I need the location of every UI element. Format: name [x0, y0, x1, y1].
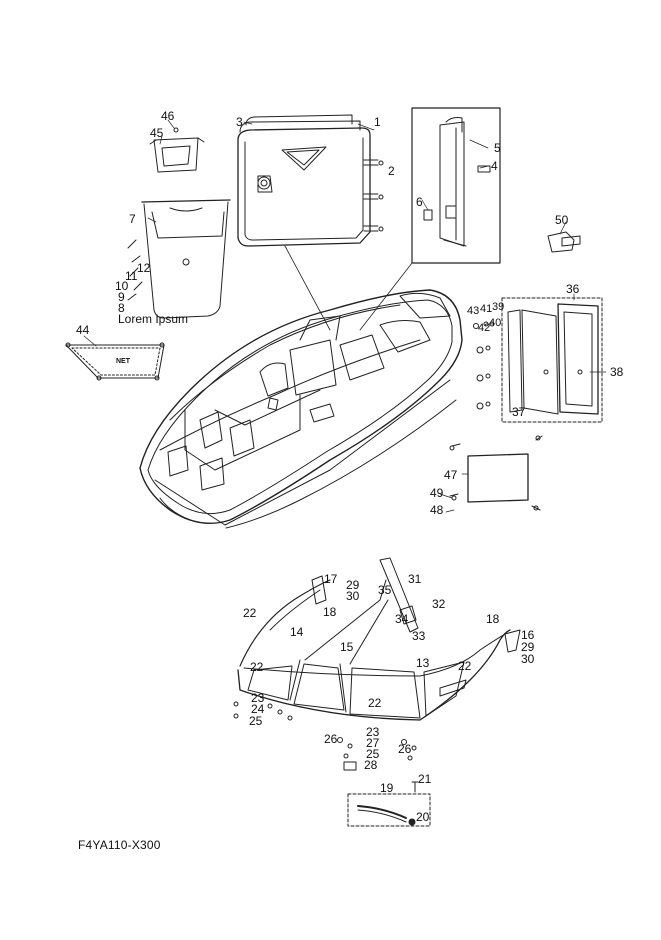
callout-31: 31 [408, 572, 422, 586]
callout-18b: 18 [486, 612, 500, 626]
trim-strip-box [347, 781, 431, 827]
callout-21: 21 [418, 772, 432, 786]
callout-30a: 30 [346, 589, 360, 603]
callout-22d: 22 [458, 659, 472, 673]
callout-13: 13 [416, 656, 430, 670]
hatch-detail-box [501, 297, 603, 423]
callout-23a: 23 [251, 691, 265, 705]
callout-29a: 29 [346, 578, 360, 592]
callout-24: 24 [251, 702, 265, 716]
callout-25a: 25 [249, 714, 263, 728]
callout-16a: 16 [521, 628, 535, 642]
callout-40: 40 [489, 317, 502, 329]
callout-7: 7 [129, 212, 136, 226]
callout-46: 46 [161, 109, 175, 123]
mirror-part [547, 231, 581, 253]
hinge-detail-box [411, 107, 501, 264]
diagram-caption: Lorem Ipsum [118, 312, 189, 326]
callout-48: 48 [430, 503, 444, 517]
callout-36: 36 [566, 282, 580, 296]
callout-25b: 25 [366, 747, 380, 761]
callout-49: 49 [430, 486, 444, 500]
callout-50: 50 [555, 213, 569, 227]
callout-42: 42 [478, 322, 491, 334]
callout-9: 9 [118, 290, 125, 304]
callout-2: 2 [388, 164, 395, 178]
callout-1: 1 [374, 115, 381, 129]
callout-33: 33 [412, 629, 426, 643]
storage-bin [127, 127, 231, 319]
callout-17: 17 [324, 572, 338, 586]
storage-net [65, 342, 165, 381]
callout-20: 20 [416, 810, 430, 824]
callout-30b: 30 [521, 652, 535, 666]
callout-29b: 29 [521, 640, 535, 654]
callout-3: 3 [236, 115, 243, 129]
callout-23b: 23 [366, 725, 380, 739]
callout-47: 47 [444, 468, 458, 482]
callout-4: 4 [491, 159, 498, 173]
callout-35: 35 [378, 583, 392, 597]
callout-5: 5 [494, 141, 501, 155]
callout-34: 34 [395, 612, 409, 626]
callout-41: 41 [480, 303, 493, 315]
callout-44: 44 [76, 323, 90, 337]
callout-38: 38 [610, 365, 624, 379]
callout-26b: 26 [398, 742, 412, 756]
callout-15: 15 [340, 640, 354, 654]
callout-14: 14 [290, 625, 304, 639]
drawing-code: F4YA110-X300 [78, 838, 161, 852]
callout-8: 8 [118, 301, 125, 315]
callout-22a: 22 [243, 606, 257, 620]
callout-32: 32 [432, 597, 446, 611]
callout-27: 27 [366, 736, 380, 750]
leader-lines [83, 119, 607, 513]
callout-39: 39 [492, 301, 505, 313]
net-label: NET [116, 358, 130, 365]
callout-22c: 22 [368, 696, 382, 710]
callout-26a: 26 [324, 732, 338, 746]
callout-43: 43 [467, 305, 480, 317]
callout-18a: 18 [323, 605, 337, 619]
hardware-parts [473, 321, 495, 410]
callout-37: 37 [512, 405, 526, 419]
callout-19: 19 [380, 781, 394, 795]
callout-6: 6 [416, 195, 423, 209]
callout-22b: 22 [250, 660, 264, 674]
callout-12: 12 [137, 261, 151, 275]
callout-11: 11 [125, 269, 138, 283]
boat-hull [139, 289, 463, 529]
callout-10: 10 [115, 279, 129, 293]
door-panels [237, 114, 384, 247]
callout-28: 28 [364, 758, 378, 772]
panel-detail [449, 435, 543, 511]
callout-45: 45 [150, 126, 164, 140]
windshield-assembly [233, 557, 521, 771]
